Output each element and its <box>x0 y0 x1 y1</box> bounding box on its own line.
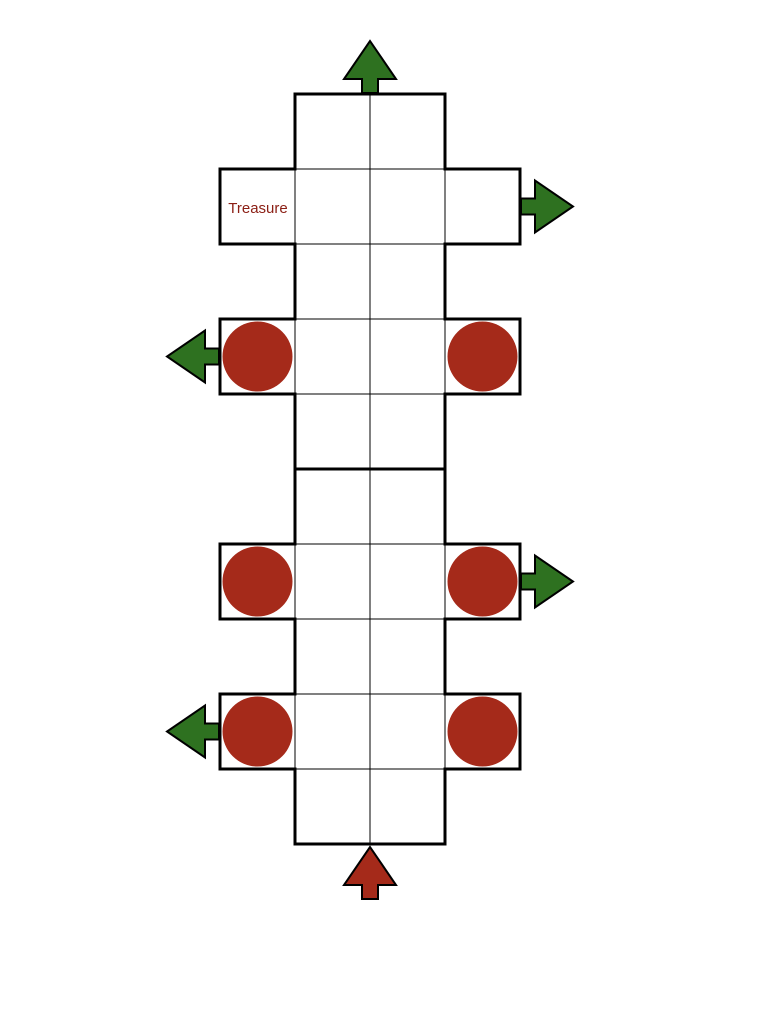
arrows <box>165 39 575 900</box>
hazard-token <box>222 321 293 392</box>
hazard-token <box>447 321 518 392</box>
grid-lines <box>294 94 446 844</box>
exit-arrow-left-icon <box>165 328 220 385</box>
exit-arrow-left-icon <box>165 703 220 760</box>
exit-arrow-up-icon <box>342 39 398 94</box>
hazard-token <box>222 546 293 617</box>
entry-arrow-up-icon <box>342 845 398 900</box>
exit-arrow-right-icon <box>520 553 575 610</box>
hazard-tokens <box>222 321 518 767</box>
hazard-token <box>447 546 518 617</box>
hazard-token <box>447 696 518 767</box>
exit-arrow-right-icon <box>520 178 575 235</box>
treasure-label: Treasure <box>228 200 287 217</box>
hazard-token <box>222 696 293 767</box>
corridor-border <box>218 92 522 846</box>
corridor-outline <box>218 92 522 846</box>
